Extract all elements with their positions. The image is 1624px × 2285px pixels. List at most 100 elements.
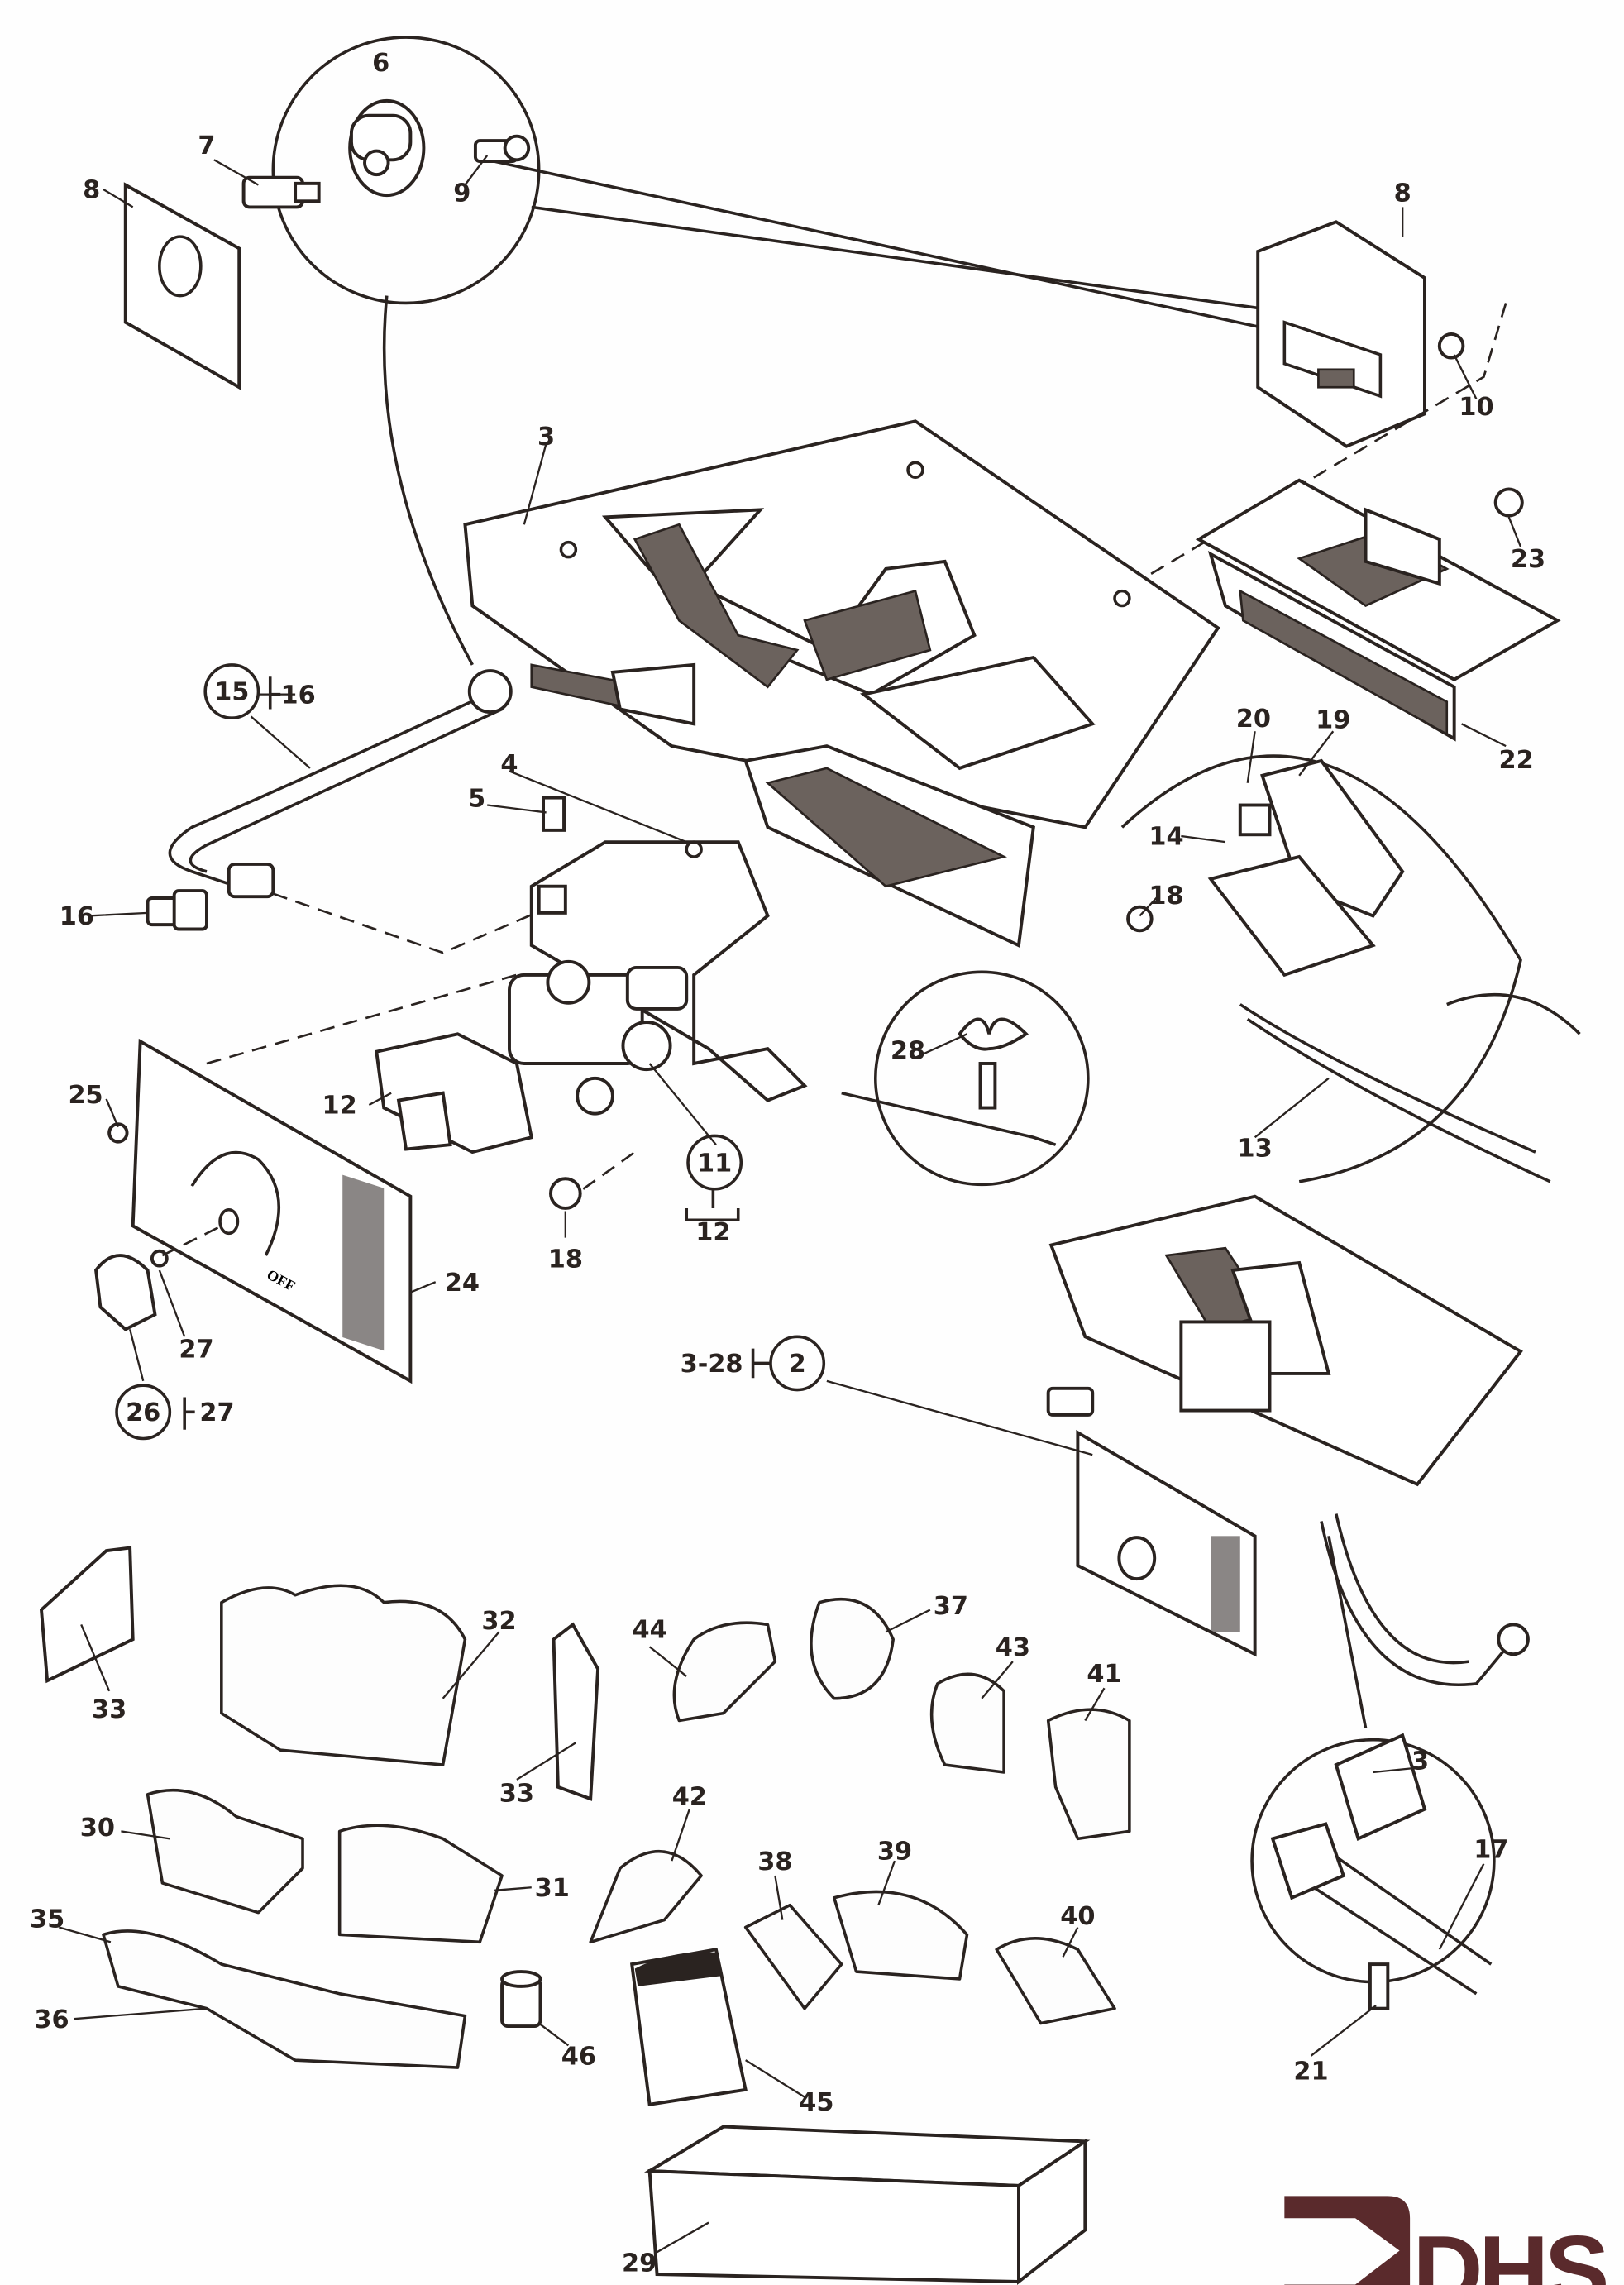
label-9: 9 xyxy=(453,179,470,208)
label-21: 21 xyxy=(1293,2057,1328,2086)
wingnut-plate xyxy=(841,1091,1057,1146)
part-11-gas-valve xyxy=(508,959,689,1116)
assembly-line-3 xyxy=(582,1151,636,1190)
part-7-fitting xyxy=(241,175,321,209)
logo-arrow-icon xyxy=(1284,2196,1411,2285)
label-46: 46 xyxy=(561,2043,596,2072)
label-13: 13 xyxy=(1238,1134,1273,1163)
pilot-wire xyxy=(1446,992,1581,1035)
assembly-line-5 xyxy=(206,973,518,1065)
assembly-line-4 xyxy=(161,1225,222,1257)
part-15-gas-line xyxy=(168,692,488,888)
label-27: 27 xyxy=(179,1335,213,1364)
part-37-rock xyxy=(810,1597,895,1700)
label-40: 40 xyxy=(1060,1902,1095,1931)
label-8: 8 xyxy=(83,176,100,205)
label-4: 4 xyxy=(500,750,518,779)
part-41-rock xyxy=(1046,1708,1131,1841)
part-33-panel-b xyxy=(552,1622,600,1801)
label-16: 16 xyxy=(60,902,94,931)
part-39-rock xyxy=(832,1890,969,1981)
part-33-panel xyxy=(39,1546,135,1684)
part-24-control-panel: OFF xyxy=(131,1038,413,1384)
label-16-bracket: 16 xyxy=(281,681,316,710)
part-8-bracket-box xyxy=(1256,220,1426,448)
label-17: 17 xyxy=(1474,1836,1508,1865)
label-12: 12 xyxy=(322,1092,357,1121)
part-38-rock xyxy=(743,1903,843,2010)
assembly-line-2 xyxy=(272,892,547,954)
part-10-screw xyxy=(1437,332,1465,360)
label-19: 19 xyxy=(1316,706,1350,735)
label-20: 20 xyxy=(1236,705,1271,734)
part-28-wing-nut xyxy=(958,1017,1029,1110)
label-37: 37 xyxy=(934,1592,968,1621)
part-9-screw xyxy=(473,134,531,164)
part-2-burner-assembly xyxy=(1046,1194,1530,1686)
label-36: 36 xyxy=(34,2005,69,2034)
label-27-bracket: 27 xyxy=(199,1398,234,1427)
part-44-rock xyxy=(672,1621,777,1723)
part-5-clip xyxy=(542,796,566,832)
label-42: 42 xyxy=(672,1782,707,1811)
label-45: 45 xyxy=(799,2088,833,2117)
label-7: 7 xyxy=(198,131,215,160)
part-29-carton xyxy=(643,2125,1091,2285)
label-35: 35 xyxy=(30,1905,64,1934)
label-6: 6 xyxy=(372,49,389,78)
label-3: 3 xyxy=(537,423,555,452)
label-8-right: 8 xyxy=(1394,179,1411,208)
label-33: 33 xyxy=(92,1695,127,1724)
detail-circle-pilot xyxy=(1120,754,1522,1183)
part-16-fitting-right xyxy=(227,862,275,899)
part-31-log xyxy=(337,1824,504,1944)
leader-line-detail-2 xyxy=(531,205,1330,320)
part-26-knob xyxy=(94,1254,157,1331)
label-3-detail: 3 xyxy=(1411,1747,1429,1776)
gas-line-inner xyxy=(189,707,503,873)
dhs-logo: DHS xyxy=(1284,2196,1610,2285)
logo-text: DHS xyxy=(1412,2216,1605,2285)
part-3-burner-tray xyxy=(463,419,1220,949)
label-22: 22 xyxy=(1499,746,1534,775)
part-5-clip-installed xyxy=(537,884,567,915)
label-26: 26 xyxy=(126,1398,160,1427)
part-18-screw-b xyxy=(1126,905,1154,933)
label-31: 31 xyxy=(535,1874,570,1903)
part-8-bracket-plate xyxy=(123,182,241,390)
part-18-screw xyxy=(549,1177,582,1210)
label-18: 18 xyxy=(548,1245,583,1274)
callout-circle-26 xyxy=(115,1384,172,1441)
part-40-rock xyxy=(995,1937,1116,2025)
label-32: 32 xyxy=(481,1607,516,1636)
label-43: 43 xyxy=(996,1633,1030,1662)
label-11: 11 xyxy=(697,1149,732,1178)
part-45-bag xyxy=(629,1947,748,2106)
label-3-28: 3-28 xyxy=(681,1350,743,1379)
label-29: 29 xyxy=(622,2249,657,2278)
part-30-log xyxy=(146,1788,304,1915)
part-32-log xyxy=(220,1584,467,1766)
label-44: 44 xyxy=(632,1616,666,1645)
leader-11 xyxy=(648,1063,717,1145)
bracket-marks xyxy=(183,676,771,1430)
label-23: 23 xyxy=(1511,545,1545,574)
part-42-rock xyxy=(589,1850,703,1944)
label-14: 14 xyxy=(1149,823,1183,852)
plate-hole xyxy=(158,235,203,298)
leader-line-detail xyxy=(486,158,1388,356)
part-23-screw xyxy=(1493,487,1524,518)
label-18-right: 18 xyxy=(1149,882,1183,911)
part-13-pilot-tube xyxy=(1239,1003,1551,1183)
label-15: 15 xyxy=(214,678,249,707)
part-22-burner-box xyxy=(1195,478,1561,742)
part-46-bottle xyxy=(500,1970,542,2029)
label-5: 5 xyxy=(468,784,485,813)
part-43-rock xyxy=(929,1672,1005,1774)
callout-circle-15 xyxy=(203,663,260,719)
label-24: 24 xyxy=(445,1269,480,1298)
label-33-b: 33 xyxy=(499,1780,534,1809)
label-10: 10 xyxy=(1459,393,1493,422)
